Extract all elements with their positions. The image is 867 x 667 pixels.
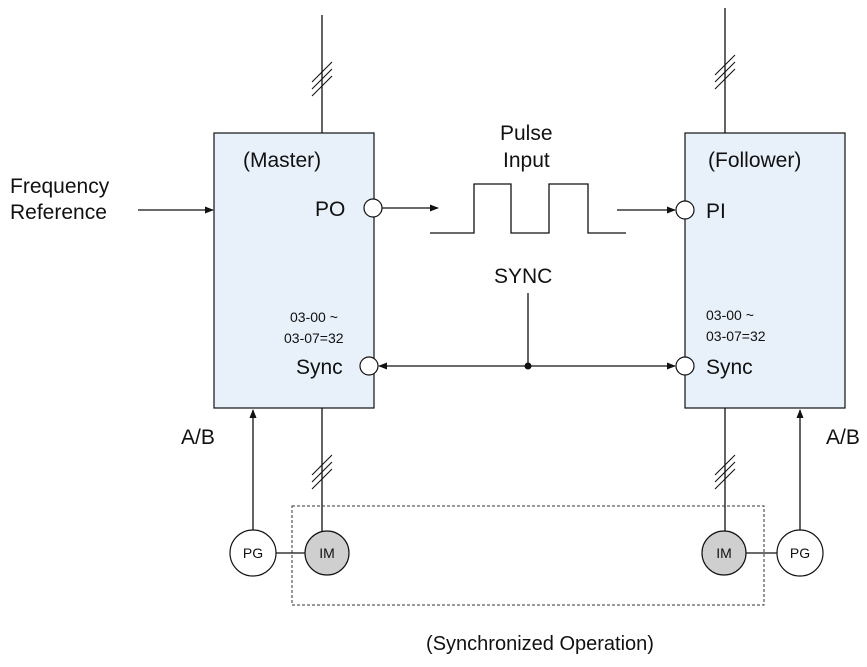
master-encoder <box>229 529 277 577</box>
sync-junction-dot <box>524 362 532 370</box>
master-param-line2: 03-07=32 <box>284 330 344 346</box>
master-drive: (Master) PO 03-00 ~ 03-07=32 Sync <box>213 132 383 409</box>
follower-encoder <box>776 529 824 577</box>
follower-encoder-label: PG <box>790 545 810 561</box>
master-sync-label: Sync <box>296 356 343 379</box>
follower-pi-label: PI <box>706 200 726 223</box>
master-motor-power-slashes <box>311 454 333 490</box>
follower-sync-terminal <box>675 356 695 376</box>
follower-power-slashes-top <box>714 54 736 90</box>
mechanical-coupling-box <box>291 505 765 606</box>
encoder-label-right: A/B <box>826 426 860 449</box>
master-power-slashes-top <box>311 61 333 97</box>
follower-pi-terminal <box>675 200 695 220</box>
pulse-waveform <box>430 183 626 234</box>
pulse-label-line1: Pulse <box>500 122 553 145</box>
encoder-label-left: A/B <box>181 426 215 449</box>
follower-param-line1: 03-00 ~ <box>706 307 754 323</box>
master-po-label: PO <box>315 198 345 221</box>
frequency-reference-line1: Frequency <box>10 175 110 198</box>
master-po-terminal <box>363 198 383 218</box>
master-motor <box>304 530 350 576</box>
follower-motor-label: IM <box>716 545 732 561</box>
sync-signal-label: SYNC <box>494 265 552 288</box>
follower-sync-label: Sync <box>706 356 753 379</box>
follower-drive: (Follower) PI 03-00 ~ 03-07=32 Sync <box>675 132 846 409</box>
follower-param-line2: 03-07=32 <box>706 328 766 344</box>
follower-motor-power-slashes <box>714 454 736 490</box>
master-sync-terminal <box>359 356 379 376</box>
follower-title: (Follower) <box>708 149 801 172</box>
master-motor-label: IM <box>319 545 335 561</box>
master-title: (Master) <box>243 149 321 172</box>
frequency-reference-line2: Reference <box>10 201 107 224</box>
pulse-label-line2: Input <box>503 149 550 172</box>
diagram-caption: (Synchronized Operation) <box>426 633 654 655</box>
master-encoder-label: PG <box>243 545 263 561</box>
follower-motor <box>701 530 747 576</box>
follower-drive-box <box>684 132 846 409</box>
master-param-line1: 03-00 ~ <box>290 309 338 325</box>
master-drive-box <box>213 132 375 409</box>
